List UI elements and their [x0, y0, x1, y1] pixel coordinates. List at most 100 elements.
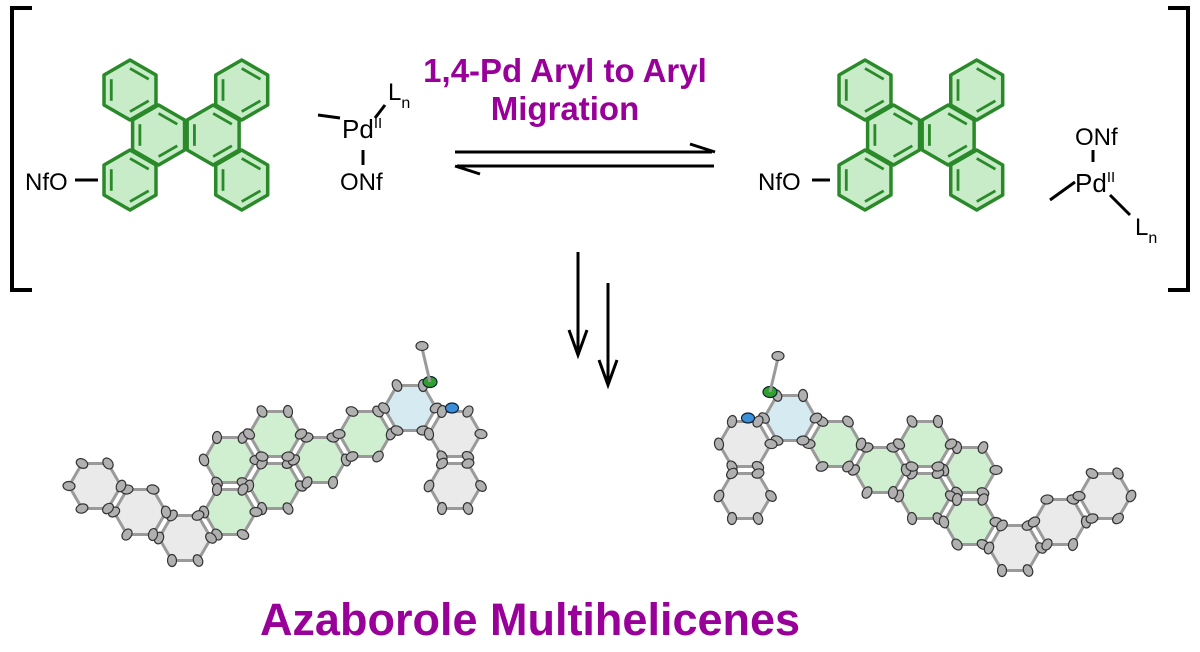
left-ligand-label: Ln	[388, 79, 410, 112]
right-crystal-carbon-atom	[726, 414, 738, 429]
down-arrows	[567, 252, 619, 390]
left-crystal-carbon-atom	[256, 405, 268, 418]
right-crystal-carbon-atom	[797, 388, 809, 403]
left-crystal-carbon-atom	[294, 428, 308, 440]
left-bracket	[10, 6, 32, 292]
right-ring-5-double-bond	[864, 189, 885, 203]
reaction-title-line2: Migration	[490, 90, 640, 127]
right-crystal-gray-ring-7	[987, 523, 1043, 573]
right-crystal-carbon-atom	[1022, 564, 1034, 577]
left-crystal-methyl-atom	[415, 340, 429, 352]
left-crystal-gray-ring-7	[157, 513, 213, 563]
right-crystal-carbon-atom	[815, 461, 829, 472]
left-crystal-carbon-atom	[462, 502, 474, 515]
right-nfo-label: NfO	[758, 169, 801, 196]
right-crystal-carbon-atom	[983, 541, 995, 555]
right-ring-3-double-bond	[892, 144, 913, 158]
right-crystal-carbon-atom	[996, 519, 1008, 532]
left-crystal-green-ring-3	[292, 435, 348, 485]
right-crystal-carbon-atom	[861, 486, 873, 499]
left-crystal-carbon-atom	[281, 451, 295, 462]
right-crystal-carbon-atom	[977, 493, 989, 506]
equilibrium-arrows	[454, 142, 716, 176]
right-crystal-carbon-atom	[1040, 494, 1054, 505]
left-crystal-carbon-atom	[462, 405, 474, 418]
right-crystal-carbon-atom	[1085, 513, 1099, 524]
right-crystal-green-ring-6	[942, 497, 998, 547]
right-crystal-green-ring-5	[897, 419, 953, 469]
left-crystal-carbon-atom	[255, 451, 269, 462]
left-crystal-carbon-atom	[345, 406, 359, 417]
right-crystal-carbon-atom	[887, 485, 899, 500]
left-crystal-green-ring-2	[247, 461, 303, 511]
right-crystal-carbon-atom	[989, 464, 1003, 476]
right-ring-2-double-bond	[976, 67, 997, 81]
right-crystal-carbon-atom	[1041, 538, 1053, 551]
right-crystal-carbon-atom	[726, 511, 738, 526]
right-bonds	[812, 150, 1132, 217]
left-crystal-carbon-atom	[242, 428, 256, 440]
right-crystal-gray-ring-8	[1032, 497, 1088, 547]
right-crystal-carbon-atom	[725, 467, 739, 480]
left-crystal-carbon-atom	[211, 482, 223, 497]
left-crystal-carbon-atom	[249, 506, 263, 518]
left-crystal-green-ring-5	[247, 409, 303, 459]
right-crystal-methyl-atom	[771, 350, 785, 362]
right-crystal-carbon-atom	[796, 435, 810, 446]
right-crystal-carbon-atom	[996, 563, 1008, 578]
right-ligand-label: Ln	[1135, 214, 1157, 247]
right-pd-label: PdII	[1075, 168, 1115, 198]
right-crystal-carbon-atom	[1072, 490, 1086, 502]
left-crystal-carbon-atom	[474, 428, 488, 440]
right-crystal-carbon-atom	[931, 461, 945, 472]
left-crystal-carbon-atom	[192, 554, 204, 567]
left-crystal-green-ring-1	[202, 435, 258, 485]
left-crystal-carbon-atom	[121, 528, 133, 541]
left-crystal-carbon-atom	[282, 502, 294, 515]
right-crystal-methyl-bond	[768, 357, 780, 393]
left-crystal-carbon-atom	[146, 484, 160, 495]
left-crystal-green-ring-4	[337, 409, 393, 459]
left-crystal-carbon-atom	[390, 425, 404, 436]
left-crystal-carbon-atom	[102, 457, 114, 470]
left-onf-label: ONf	[340, 169, 383, 196]
right-ring-1-double-bond	[864, 99, 885, 113]
right-crystal-carbon-atom	[1125, 489, 1137, 503]
right-ring-4-double-bond	[947, 112, 968, 126]
left-ring-3-double-bond	[157, 112, 178, 126]
right-crystal-carbon-atom	[1111, 512, 1125, 525]
right-crystal-green-ring-1	[942, 445, 998, 495]
right-ring-3-double-bond	[892, 112, 913, 126]
left-ring-6-double-bond	[241, 157, 262, 171]
left-crystal-carbon-atom	[62, 480, 76, 492]
right-crystal-carbon-atom	[751, 468, 765, 479]
left-ring-5-double-bond	[129, 189, 150, 203]
right-ring-1-double-bond	[864, 67, 885, 81]
left-crystal-carbon-atom	[236, 529, 250, 540]
left-ring-6-double-bond	[241, 189, 262, 203]
right-crystal-carbon-atom	[842, 460, 854, 473]
left-crystal-carbon-atom	[160, 505, 172, 519]
left-crystal-azaborole-ring-10	[382, 383, 438, 433]
right-ring-5-double-bond	[864, 157, 885, 171]
right-bracket	[1168, 6, 1190, 292]
left-crystal-carbon-atom	[301, 476, 313, 489]
right-crystal-carbon-atom	[1027, 516, 1041, 528]
left-crystal-gray-ring-8	[112, 487, 168, 537]
right-ring-6-double-bond	[976, 189, 997, 203]
left-bonds	[75, 104, 387, 182]
left-crystal-carbon-atom	[101, 502, 115, 515]
left-crystal-carbon-atom	[436, 501, 448, 516]
left-crystal-gray-ring-12	[427, 461, 483, 511]
right-crystal-carbon-atom	[713, 437, 725, 451]
right-crystal-gray-ring-11	[717, 419, 773, 469]
left-crystal-carbon-atom	[332, 428, 346, 440]
right-ring-6-double-bond	[976, 157, 997, 171]
left-crystal-carbon-atom	[391, 379, 403, 392]
left-ring-3-double-bond	[157, 144, 178, 158]
right-crystal-gray-ring-12	[717, 471, 773, 521]
right-crystal-carbon-atom	[951, 492, 963, 507]
right-crystal-green-ring-4	[807, 419, 863, 469]
left-ring-1-double-bond	[129, 99, 150, 113]
reaction-title-line1: 1,4-Pd Aryl to Aryl	[423, 52, 707, 89]
